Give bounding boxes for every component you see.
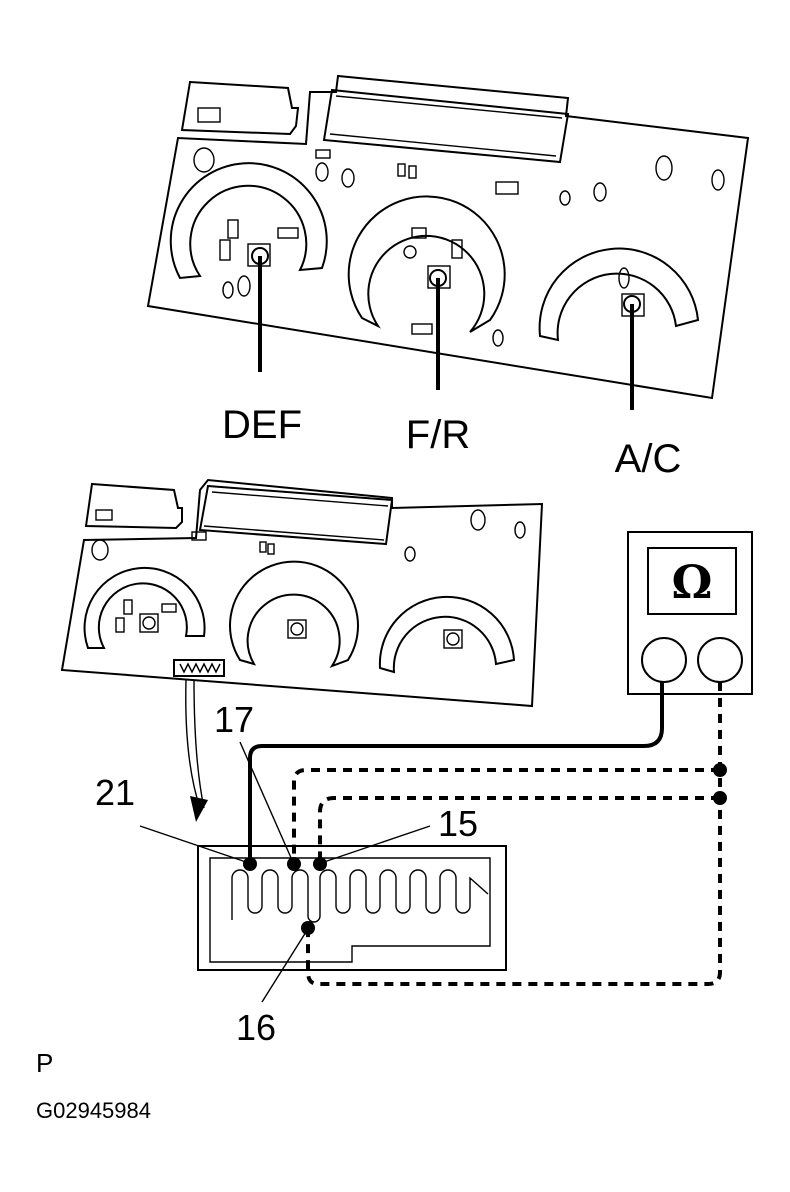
knob-label-def: DEF	[222, 403, 302, 447]
pin-label-15: 15	[438, 803, 478, 844]
pin-label-21: 21	[95, 772, 135, 813]
knob-label-ac: A/C	[615, 437, 682, 481]
connector-closeup	[197, 845, 507, 971]
top-control-panel	[146, 74, 750, 410]
pin-label-16: 16	[236, 1007, 276, 1048]
figure-id: G02945984	[36, 1098, 151, 1123]
ohm-symbol: Ω	[672, 555, 713, 609]
bottom-control-panel	[60, 478, 544, 708]
zoom-arrow	[185, 679, 208, 822]
code-letter: P	[36, 1048, 53, 1078]
knob-label-fr: F/R	[406, 413, 470, 457]
ohmmeter	[627, 531, 753, 695]
pin-label-17: 17	[214, 699, 254, 740]
test-leads	[139, 682, 727, 1003]
